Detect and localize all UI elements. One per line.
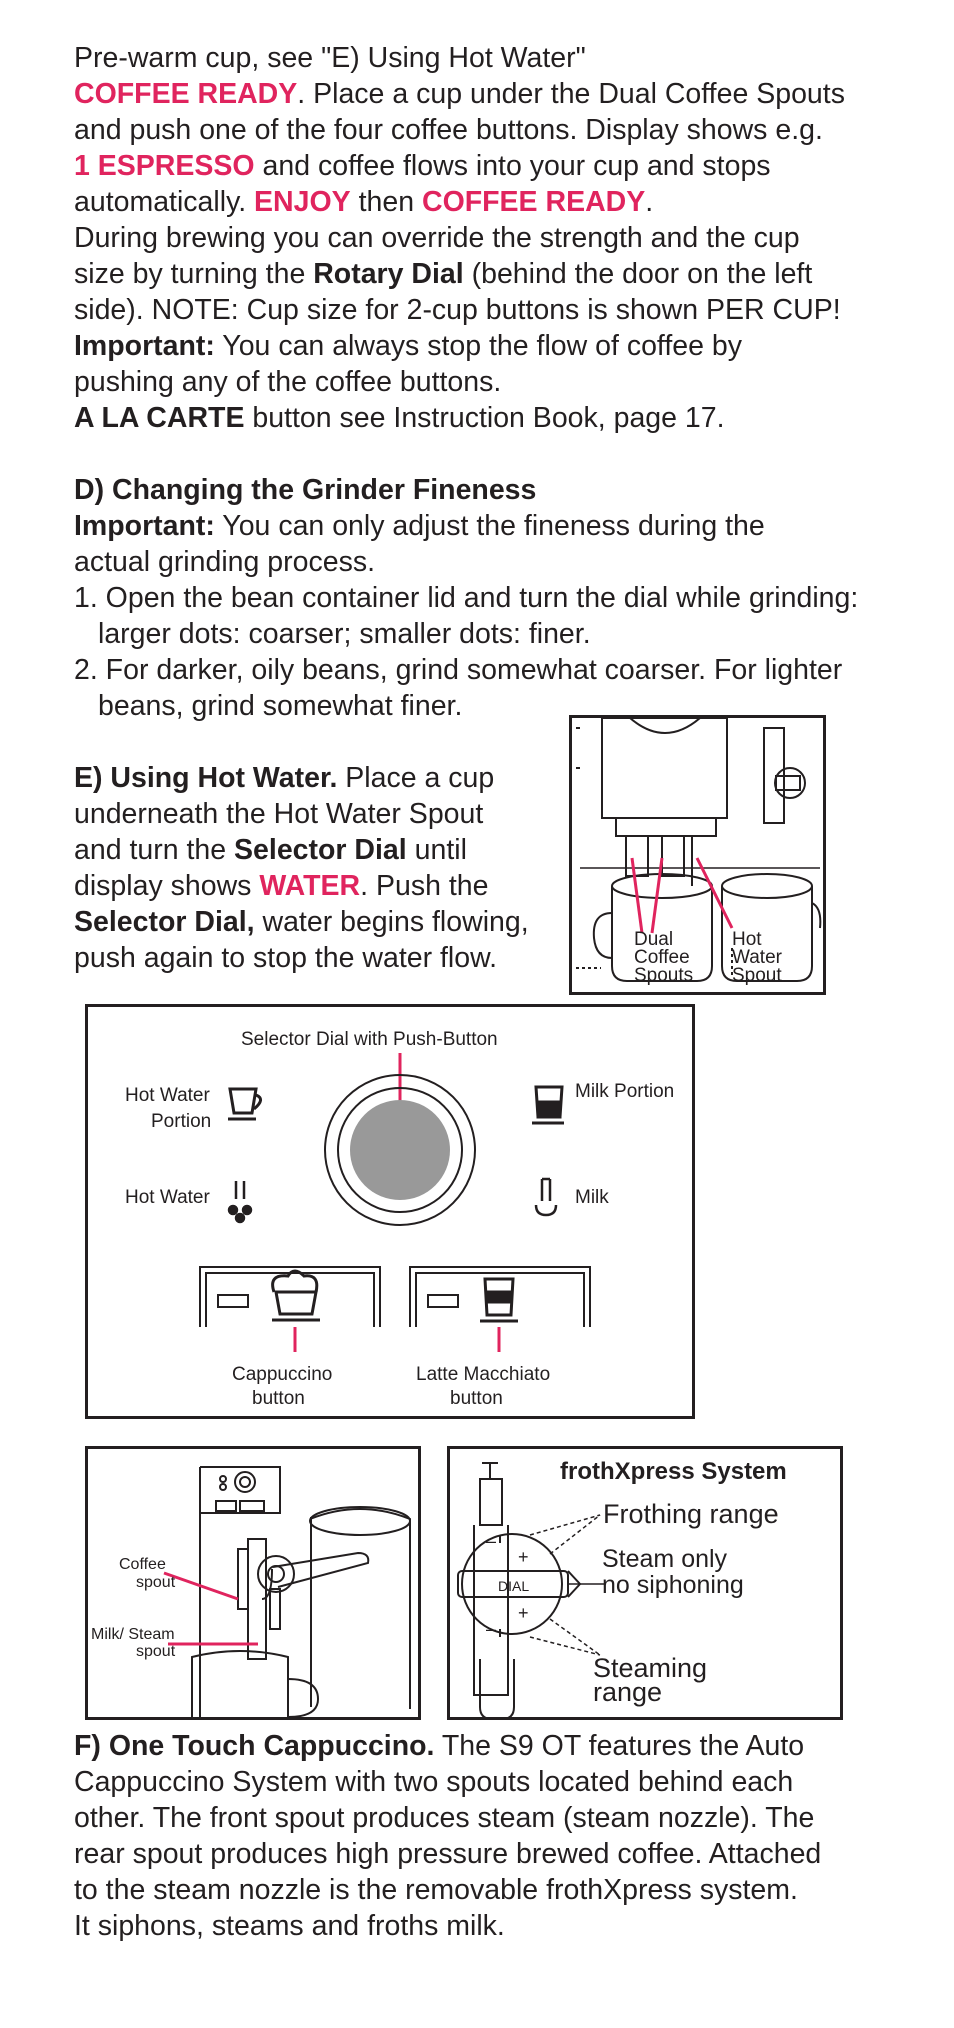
text-line: rear spout produces high pressure brewed…: [74, 1838, 822, 1870]
text-line: display shows WATER. Push the: [74, 870, 489, 902]
text-line: A LA CARTE button see Instruction Book, …: [74, 402, 725, 434]
text-line: underneath the Hot Water Spout: [74, 798, 484, 830]
label-steaming: Steaming: [593, 1653, 707, 1683]
spout-figure: Dual Coffee Spouts Hot Water Spout: [569, 715, 826, 995]
label-spouts: Spouts: [634, 965, 693, 986]
dial-label: DIAL: [498, 1578, 529, 1594]
text-line: size by turning the Rotary Dial (behind …: [74, 258, 813, 290]
text-line: pushing any of the coffee buttons.: [74, 366, 502, 398]
label-hot-water: Hot Water: [125, 1187, 210, 1208]
label-spout: Spout: [732, 965, 782, 986]
label-coffee-spout-2: spout: [136, 1574, 176, 1591]
label-frothing-range: Frothing range: [603, 1499, 779, 1529]
svg-text:+: +: [518, 1603, 529, 1623]
svg-text:+: +: [518, 1547, 529, 1567]
milk-portion-icon: [532, 1085, 564, 1125]
label-coffee: Coffee: [634, 947, 690, 968]
text-line: Pre-warm cup, see "E) Using Hot Water": [74, 42, 586, 74]
list-item: larger dots: coarser; smaller dots: fine…: [98, 618, 591, 650]
frothxpress-illustration: frothXpress System – + – + DIAL Frothing r…: [457, 1458, 787, 1720]
label-dual: Dual: [634, 929, 673, 950]
list-item: 2. For darker, oily beans, grind somewha…: [74, 654, 843, 686]
label-latte-button: button: [450, 1388, 503, 1409]
selector-dial[interactable]: [324, 1074, 476, 1226]
text-line: Important: You can only adjust the finen…: [74, 510, 765, 542]
text-line: push again to stop the water flow.: [74, 942, 498, 974]
text-line: E) Using Hot Water. Place a cup: [74, 762, 495, 794]
selector-dial-illustration: Selector Dial with Push-Button Hot Water…: [125, 1029, 674, 1409]
text-line: During brewing you can override the stre…: [74, 222, 800, 254]
label-milk-portion: Milk Portion: [575, 1081, 674, 1102]
milk-icon: [534, 1177, 558, 1217]
label-latte: Latte Macchiato: [416, 1364, 550, 1385]
section-heading: D) Changing the Grinder Fineness: [74, 474, 537, 506]
spout-illustration: Dual Coffee Spouts Hot Water Spout: [576, 717, 822, 986]
text-line: and turn the Selector Dial until: [74, 834, 467, 866]
machine-illustration: Coffee spout Milk/ Steam spout: [91, 1466, 418, 1718]
label-coffee-spout: Coffee: [119, 1556, 166, 1573]
label-milk-steam-spout: Milk/ Steam: [91, 1626, 175, 1643]
label-steam-only: Steam only: [602, 1545, 728, 1573]
selector-dial-figure: Selector Dial with Push-Button Hot Water…: [85, 1004, 695, 1419]
text-line: and push one of the four coffee buttons.…: [74, 114, 823, 146]
cup-icon: [228, 1087, 262, 1121]
label-no-siphoning: no siphoning: [602, 1571, 744, 1599]
text-line: Selector Dial, water begins flowing,: [74, 906, 529, 938]
hot-water-icon: [227, 1181, 253, 1224]
text-line: It siphons, steams and froths milk.: [74, 1910, 505, 1942]
latte-icon: [480, 1277, 518, 1323]
svg-text:–: –: [486, 1619, 496, 1639]
label-water: Water: [732, 947, 783, 968]
text-line: automatically. ENJOY then COFFEE READY.: [74, 186, 654, 218]
label-milk: Milk: [575, 1187, 609, 1208]
cappuccino-button-panel[interactable]: [199, 1266, 381, 1327]
label-hot: Hot: [732, 929, 762, 950]
text-line: actual grinding process.: [74, 546, 376, 578]
text-line: other. The front spout produces steam (s…: [74, 1802, 815, 1834]
label-hot-water-portion: Hot Water: [125, 1085, 210, 1106]
label-cappuccino-button: button: [252, 1388, 305, 1409]
text-line: 1 ESPRESSO and coffee flows into your cu…: [74, 150, 771, 182]
text-line: to the steam nozzle is the removable fro…: [74, 1874, 798, 1906]
text-line: Important: You can always stop the flow …: [74, 330, 742, 362]
selector-title: Selector Dial with Push-Button: [241, 1029, 498, 1050]
label-milk-steam-spout-2: spout: [136, 1643, 176, 1660]
text-line: COFFEE READY. Place a cup under the Dual…: [74, 78, 845, 110]
list-item: 1. Open the bean container lid and turn …: [74, 582, 859, 614]
text-line: F) One Touch Cappuccino. The S9 OT featu…: [74, 1730, 805, 1762]
text-line: Cappuccino System with two spouts locate…: [74, 1766, 794, 1798]
latte-button-panel[interactable]: [409, 1266, 591, 1327]
frothxpress-figure: frothXpress System – + – + DIAL Frothing r…: [447, 1446, 843, 1720]
froth-title: frothXpress System: [560, 1458, 787, 1485]
list-item: beans, grind somewhat finer.: [98, 690, 463, 722]
label-portion: Portion: [151, 1111, 211, 1132]
cappuccino-icon: [271, 1269, 320, 1322]
label-cappuccino: Cappuccino: [232, 1364, 332, 1385]
text-line: side). NOTE: Cup size for 2-cup buttons …: [74, 294, 841, 326]
label-range: range: [593, 1677, 662, 1707]
svg-text:–: –: [486, 1531, 496, 1551]
machine-figure: Coffee spout Milk/ Steam spout: [85, 1446, 421, 1720]
